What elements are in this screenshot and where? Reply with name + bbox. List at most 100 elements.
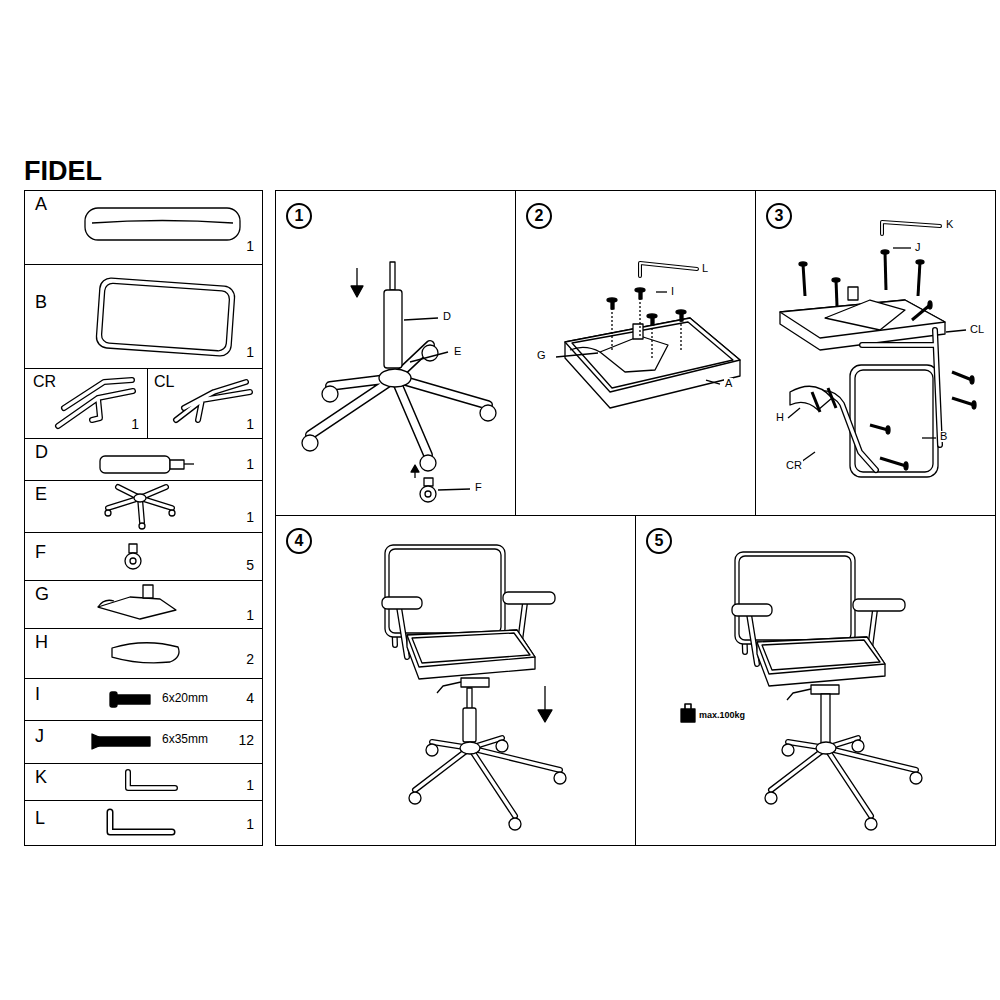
screw-part — [98, 737, 150, 746]
parts-table-cell: H2 — [24, 628, 263, 679]
part-letter: L — [35, 809, 45, 829]
step-three-illustration — [780, 222, 976, 477]
step-three-illustration — [882, 222, 940, 234]
part-letter: I — [35, 685, 40, 705]
step-number: 5 — [646, 528, 672, 554]
step-three-illustration — [912, 305, 930, 320]
part-letter: CR — [33, 373, 56, 391]
part-quantity: 5 — [246, 558, 254, 573]
parts-table-cell: CR1 — [24, 368, 148, 439]
part-quantity: 1 — [246, 778, 254, 793]
step-four-illustration — [463, 708, 476, 742]
step-two-illustration — [556, 263, 740, 408]
step-one-illustration — [302, 262, 496, 502]
step-three-illustration — [881, 250, 889, 254]
part-quantity: 1 — [246, 510, 254, 525]
step-three-illustration — [799, 262, 807, 266]
base-part — [108, 487, 172, 522]
part-letter: E — [35, 485, 47, 505]
step-three-illustration — [952, 372, 972, 380]
step-four-illustration — [409, 738, 566, 830]
page-title: FIDEL — [24, 157, 102, 187]
seat-cushion-part — [92, 221, 233, 224]
right-frame-part — [58, 380, 133, 426]
parts-table-cell: I6x20mm4 — [24, 678, 263, 721]
callout-letter: G — [536, 350, 547, 361]
step-number: 1 — [286, 203, 312, 229]
armpad-part — [112, 643, 179, 663]
step-panel: 1 — [275, 190, 516, 516]
gas-lift-part — [100, 456, 194, 473]
step-five-illustration — [681, 709, 695, 722]
step-five-illustration — [681, 552, 922, 830]
part-quantity: 1 — [246, 417, 254, 432]
step-three-illustration — [970, 376, 974, 384]
step-two-illustration — [556, 353, 598, 357]
part-letter: D — [35, 443, 48, 463]
step-two-illustration — [640, 263, 697, 276]
step-three-illustration — [885, 252, 886, 290]
part-letter: CL — [154, 373, 174, 391]
part-quantity: 1 — [246, 608, 254, 623]
mechanism-part — [98, 600, 114, 607]
seat-cushion-part — [85, 208, 240, 240]
step-one-illustration — [411, 465, 419, 472]
right-frame-part — [58, 380, 133, 426]
step-number: 3 — [766, 203, 792, 229]
callout-letter: B — [939, 431, 948, 442]
step-panel: 4 — [275, 515, 636, 846]
part-letter: K — [35, 768, 47, 788]
step-three-illustration — [928, 301, 932, 309]
part-quantity: 1 — [246, 457, 254, 472]
step-two-illustration — [640, 263, 697, 276]
armpad-part — [112, 643, 179, 663]
step-one-illustration — [410, 352, 448, 362]
step-one-illustration — [356, 268, 357, 288]
step-three-illustration — [904, 462, 908, 470]
hex-key-part — [110, 812, 172, 832]
step-one-illustration — [390, 262, 395, 290]
step-three-illustration — [862, 330, 940, 445]
parts-table-cell: CL 1 — [147, 368, 263, 439]
step-three-illustration — [952, 398, 974, 405]
step-one-illustration — [404, 318, 438, 320]
part-letter: A — [35, 195, 47, 215]
step-three-illustration — [803, 264, 805, 296]
left-frame-part — [176, 382, 250, 420]
step-three-illustration — [812, 392, 820, 412]
step-four-illustration — [538, 710, 552, 722]
step-one-illustration — [379, 369, 411, 387]
hex-key-part — [128, 772, 175, 788]
screw-part — [116, 695, 150, 704]
step-one-illustration — [438, 489, 470, 490]
mechanism-part — [98, 585, 176, 619]
step-two-illustration — [706, 380, 720, 384]
base-part — [108, 487, 172, 522]
part-quantity: 1 — [246, 239, 254, 254]
step-panel: 2 — [515, 190, 756, 516]
step-three-illustration — [850, 365, 938, 477]
step-two-illustration — [633, 324, 643, 339]
part-letter: B — [35, 293, 47, 313]
base-part — [105, 510, 111, 516]
callout-letter: CR — [785, 460, 803, 471]
step-three-illustration — [946, 330, 966, 332]
caster-part — [129, 544, 137, 553]
step-two-illustration — [565, 318, 740, 408]
right-frame-part — [58, 380, 133, 426]
parts-table-cell: E1 — [24, 480, 263, 533]
gas-lift-part — [170, 460, 184, 469]
parts-table-cell: J6x35mm12 — [24, 720, 263, 764]
parts-table-cell: G1 — [24, 580, 263, 629]
step-number: 2 — [526, 203, 552, 229]
step-five-illustration — [821, 694, 830, 746]
callout-letter: L — [701, 263, 709, 274]
step-three-illustration — [832, 278, 840, 282]
parts-table-cell: A1 — [24, 190, 263, 265]
part-quantity: 1 — [246, 345, 254, 360]
step-three-illustration — [788, 408, 800, 418]
step-three-illustration — [828, 388, 836, 408]
step-one-illustration — [420, 486, 436, 502]
step-three-illustration — [893, 247, 911, 248]
